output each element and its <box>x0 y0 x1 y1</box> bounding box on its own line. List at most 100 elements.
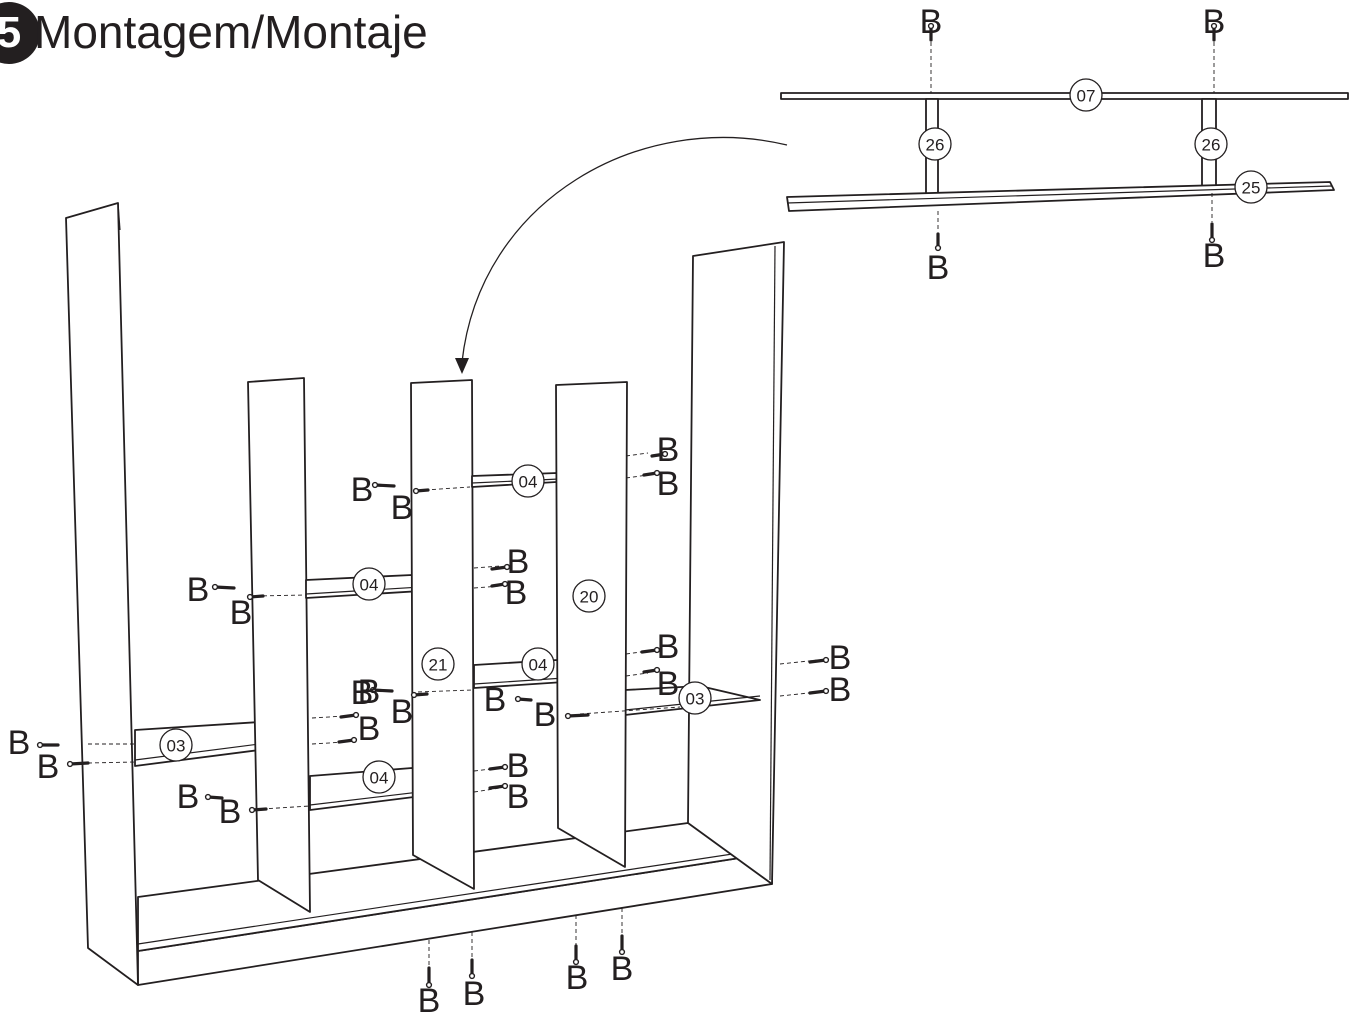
callout-circle <box>159 728 193 762</box>
screw-label-b: B <box>187 571 210 609</box>
screw-icon <box>927 22 935 42</box>
screw-icon <box>488 763 509 771</box>
part-callouts: 07 26 26 25 04 04 20 21 04 03 03 04 <box>159 78 1268 794</box>
panel-25 <box>786 181 1335 212</box>
screw-icon <box>808 656 830 664</box>
callout-circle <box>678 681 712 715</box>
screw-label-b: B <box>657 628 680 666</box>
screw-icon <box>369 686 394 694</box>
screw-icon <box>642 469 661 477</box>
callout-circle <box>352 567 386 601</box>
part-number: 04 <box>370 769 389 788</box>
screw-label-b: B <box>829 639 852 677</box>
screw-label-b: B <box>391 693 414 731</box>
detail-top-assembly <box>780 42 1349 232</box>
part-number: 03 <box>167 737 186 756</box>
screw-icon <box>371 481 396 489</box>
callout-circle <box>521 647 555 681</box>
callout-circle <box>511 464 545 498</box>
divider-20 <box>555 381 628 868</box>
screw-label-b: B <box>1203 237 1226 275</box>
part-callout: 04 <box>511 464 545 498</box>
callout-circle <box>362 760 396 794</box>
screw-icon <box>640 646 661 654</box>
screw-label-b: B <box>507 543 530 581</box>
part-callout: 21 <box>421 647 455 681</box>
part-number: 26 <box>926 136 945 155</box>
screw-label-b: B <box>391 489 414 527</box>
screw-icon <box>490 580 509 588</box>
screw-label-b: B <box>657 665 680 703</box>
screw-label-b: B <box>484 681 507 719</box>
part-number: 26 <box>1202 136 1221 155</box>
screw-label-b: B <box>351 674 374 712</box>
screw-label-b: B <box>829 671 852 709</box>
screw-label-b: B <box>8 724 31 762</box>
screw-label-b: B <box>177 778 200 816</box>
callout-circle <box>918 127 952 161</box>
screw-icon <box>1210 22 1218 42</box>
screw-icon <box>650 450 669 458</box>
screw-label-b: B <box>657 431 680 469</box>
part-callout: 07 <box>1069 78 1103 112</box>
screw-label-b: B <box>566 959 589 997</box>
screw-icon <box>248 806 268 814</box>
screw-label-b: B <box>230 594 253 632</box>
screw-icon <box>204 793 224 801</box>
screw-icon <box>337 736 358 744</box>
divider-21 <box>410 379 475 890</box>
screw-icon <box>572 944 580 966</box>
cabinet <box>65 202 785 986</box>
screw-icon <box>412 487 430 495</box>
part-number: 07 <box>1077 87 1096 106</box>
screw-icon <box>425 966 433 989</box>
screw-icon <box>618 934 626 956</box>
part-callout: 20 <box>572 579 606 613</box>
screw-icon <box>808 687 830 695</box>
placement-arrow <box>461 136 788 363</box>
screw-label-b: B <box>920 3 943 41</box>
screw-icon <box>246 593 265 601</box>
screw-icon <box>211 583 236 591</box>
screw-label-b: B <box>358 710 381 748</box>
part-number: 04 <box>529 656 548 675</box>
screw-label-b: B <box>219 793 242 831</box>
screw-label-b: B <box>507 778 530 816</box>
part-callout: 03 <box>159 728 193 762</box>
screw-label-b: B <box>507 747 530 785</box>
screw-label-b: B <box>418 982 441 1017</box>
part-number: 03 <box>686 690 705 709</box>
screw-icon <box>934 232 942 252</box>
screw-label-b: B <box>611 950 634 988</box>
screw-icon <box>410 691 429 699</box>
screws <box>36 22 1218 989</box>
screw-icon <box>1208 222 1216 244</box>
callout-circle <box>421 647 455 681</box>
part-callout: 03 <box>678 681 712 715</box>
screw-icon <box>488 782 509 790</box>
part-callout: 25 <box>1234 170 1268 204</box>
screw-icon <box>339 711 360 719</box>
screw-icon <box>66 760 90 768</box>
part-callout: 04 <box>352 567 386 601</box>
divider-left <box>247 377 311 913</box>
screw-label-b: B <box>358 673 381 711</box>
callout-circle <box>572 579 606 613</box>
part-number: 25 <box>1242 179 1261 198</box>
part-callout: 04 <box>362 760 396 794</box>
step-title: Montagem/Montaje <box>34 6 428 58</box>
panel-07 <box>780 92 1349 100</box>
part-callout: 26 <box>1194 127 1228 161</box>
screw-icon <box>468 958 476 980</box>
part-number: 04 <box>519 473 538 492</box>
screw-label-b: B <box>505 574 528 612</box>
screw-icon <box>564 712 590 720</box>
screw-label-b: B <box>534 696 557 734</box>
arrow-head-icon <box>455 358 469 374</box>
part-number: 04 <box>360 576 379 595</box>
screw-label-b: B <box>351 471 374 509</box>
part-number: 21 <box>429 656 448 675</box>
